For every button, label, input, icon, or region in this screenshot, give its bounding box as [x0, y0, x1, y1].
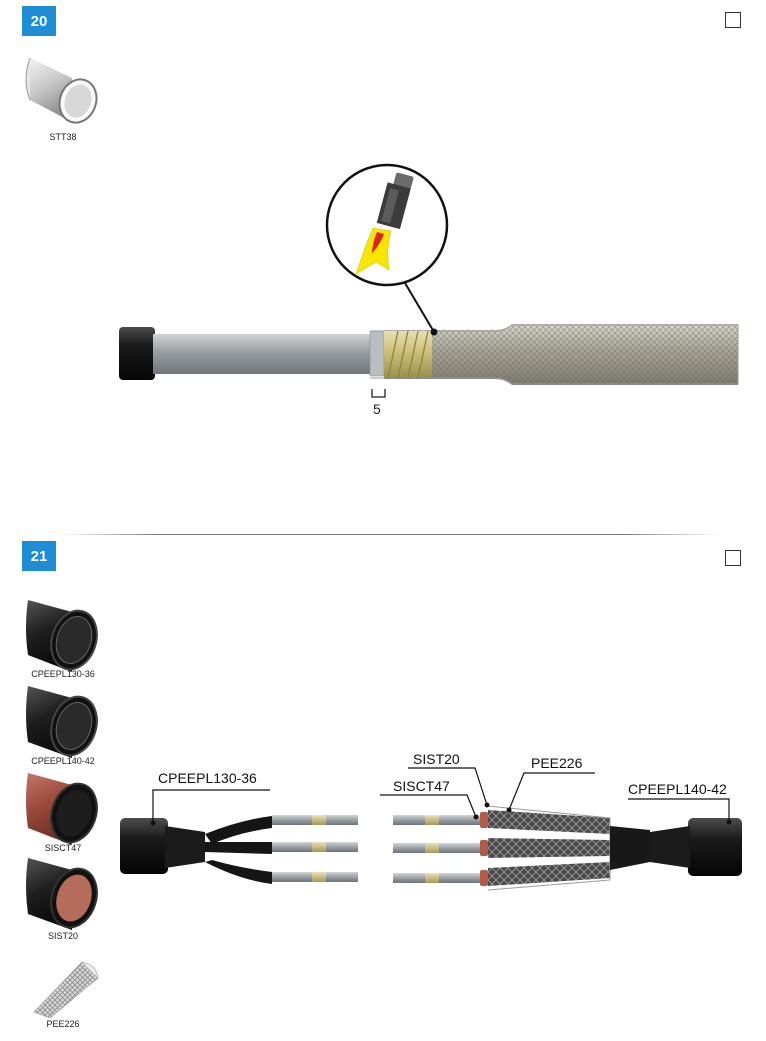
right-cores [393, 812, 488, 886]
step-number-badge-20: 20 [22, 6, 56, 36]
step-21-part-icons [26, 600, 99, 1019]
callout-pee226: PEE226 [531, 755, 583, 771]
callout-sist20: SIST20 [413, 751, 460, 767]
callout-left-tube: CPEEPL130-36 [158, 770, 257, 786]
pee226-mesh-icon [33, 961, 99, 1019]
step-number-badge-21: 21 [22, 541, 56, 571]
sisct47-tube-icon [26, 773, 98, 845]
part-label-cpeepl140-42: CPEEPL140-42 [31, 756, 95, 766]
part-label-pee226: PEE226 [46, 1019, 80, 1029]
left-cores [272, 815, 358, 882]
step-20-cable-illustration: 5 [119, 163, 739, 417]
stt38-label: STT38 [49, 132, 77, 142]
part-label-cpeepl130-36: CPEEPL130-36 [31, 669, 95, 679]
step-number-20: 20 [30, 12, 48, 30]
dimension-5-label: 5 [373, 401, 381, 417]
step-number-21: 21 [30, 547, 48, 565]
cpeepl130-36-tube-icon [26, 600, 98, 672]
stt38-tube-icon [25, 57, 98, 124]
part-label-sist20: SIST20 [47, 931, 78, 941]
callout-sisct47: SISCT47 [393, 778, 450, 794]
step-20-checkbox[interactable] [725, 12, 741, 28]
part-label-sisct47: SISCT47 [44, 843, 82, 853]
step-21-checkbox[interactable] [725, 550, 741, 566]
sist20-tube-icon [26, 858, 98, 930]
section-divider [60, 534, 720, 535]
callout-right-tube: CPEEPL140-42 [628, 781, 727, 797]
cpeepl140-42-tube-icon [26, 686, 98, 758]
